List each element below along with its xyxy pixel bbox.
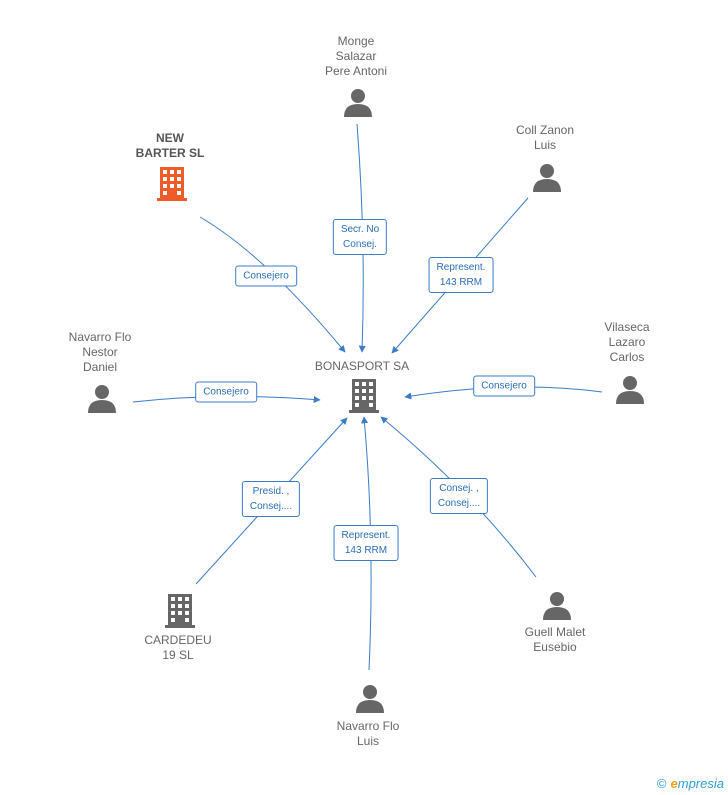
person-label-nfloluis[interactable]: Navarro Flo Luis xyxy=(336,719,400,748)
person-label-coll[interactable]: Coll Zanon Luis xyxy=(515,123,575,152)
brand-initial: e xyxy=(670,776,678,791)
building-icon[interactable] xyxy=(157,167,187,201)
edge-label-monge[interactable]: Secr. No Consej. xyxy=(332,219,388,255)
edge-label-nfloluis[interactable]: Represent. 143 RRM xyxy=(333,525,399,561)
person-icon[interactable] xyxy=(87,383,117,413)
person-icon[interactable] xyxy=(532,162,562,192)
center-company-label[interactable]: BONASPORT SA xyxy=(315,359,409,374)
edge-label-guell[interactable]: Consej. , Consej.... xyxy=(429,478,489,514)
person-label-nflonestor[interactable]: Navarro Flo Nestor Daniel xyxy=(68,330,132,374)
building-icon[interactable] xyxy=(165,594,195,628)
building-icon[interactable] xyxy=(349,379,379,413)
edge-label-coll[interactable]: Represent. 143 RRM xyxy=(428,257,494,293)
company-label-cardedeu[interactable]: CARDEDEU 19 SL xyxy=(144,633,212,662)
edge-label-cardedeu[interactable]: Presid. , Consej.... xyxy=(241,481,301,517)
company-label-newbarter[interactable]: NEW BARTER SL xyxy=(135,131,205,160)
empresia-watermark[interactable]: ©empresia xyxy=(657,776,724,791)
copyright-icon: © xyxy=(656,776,667,791)
person-icon[interactable] xyxy=(615,374,645,404)
person-label-guell[interactable]: Guell Malet Eusebio xyxy=(524,625,586,654)
person-icon[interactable] xyxy=(355,683,385,713)
person-icon[interactable] xyxy=(343,87,373,117)
person-label-vilaseca[interactable]: Vilaseca Lazaro Carlos xyxy=(604,320,650,364)
edge-label-vilaseca[interactable]: Consejero xyxy=(473,375,535,397)
edge-label-newbarter[interactable]: Consejero xyxy=(235,265,297,287)
brand-name: mpresia xyxy=(677,776,724,791)
center-company-name: BONASPORT SA xyxy=(314,359,410,373)
person-icon[interactable] xyxy=(542,590,572,620)
edge-label-nflonestor[interactable]: Consejero xyxy=(195,381,257,403)
person-label-monge[interactable]: Monge Salazar Pere Antoni xyxy=(324,34,388,78)
